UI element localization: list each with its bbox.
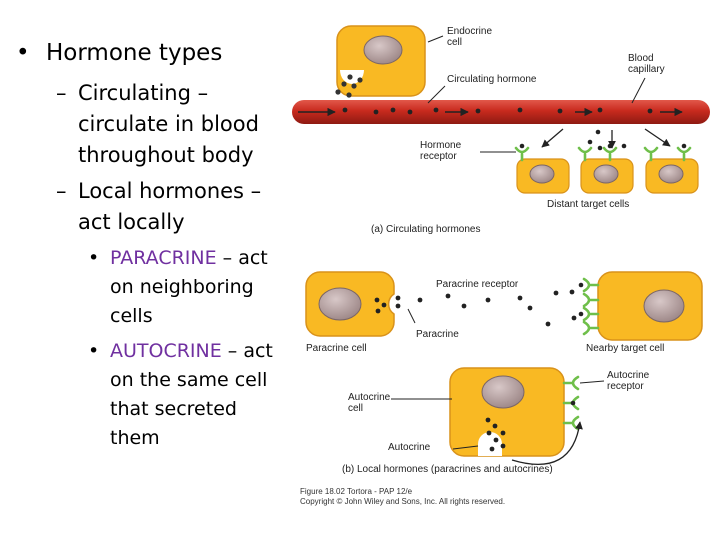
bullet-text: AUTOCRINE – act on the same cell that se… (110, 337, 285, 453)
figure-credit-line-2: Copyright © John Wiley and Sons, Inc. Al… (300, 497, 505, 506)
dash: – (56, 81, 67, 105)
autocrine-hormone-dots (485, 400, 576, 452)
bullet-dot: • (88, 340, 100, 362)
paracrine-hormone-dots (374, 289, 577, 327)
label-nearby-target-cell: Nearby target cell (586, 343, 664, 354)
caption-a: (a) Circulating hormones (371, 224, 481, 235)
autocrine-nucleus (481, 375, 525, 409)
bullet-text: Local hormones – act locally (78, 179, 262, 234)
bullet-text: PARACRINE – act on neighboring cells (110, 244, 285, 331)
paracrine-nucleus (318, 287, 362, 321)
blood-hormone-dots (342, 107, 653, 115)
paracrine-bound-dots (578, 282, 584, 317)
label-paracrine: Paracrine (416, 329, 459, 340)
distant-target-cells (516, 158, 699, 194)
dash: – (56, 179, 67, 203)
autocrine-arrow (511, 421, 583, 465)
endocrine-hormone-dots (335, 74, 363, 98)
caption-b: (b) Local hormones (paracrines and autoc… (342, 464, 553, 475)
released-hormone-dots (587, 129, 627, 151)
keyword-autocrine: AUTOCRINE (110, 340, 222, 362)
autocrine-description: – act on the same cell that secreted the… (110, 340, 273, 449)
endocrine-nucleus (363, 35, 403, 65)
autocrine-cell (449, 367, 565, 457)
figure-credit-line-1: Figure 18.02 Tortora - PAP 12/e (300, 487, 413, 496)
bullet-text: Hormone types (46, 40, 223, 66)
blood-capillary (292, 100, 710, 124)
receptor-bound-dots (519, 143, 687, 149)
hormone-receptors (514, 146, 692, 162)
bullet-dot: • (88, 247, 100, 269)
label-paracrine-cell: Paracrine cell (306, 343, 367, 354)
label-autocrine: Autocrine (388, 442, 431, 453)
label-paracrine-receptor: Paracrine receptor (436, 279, 519, 290)
paracrine-receptors (582, 277, 600, 336)
paracrine-description: – act on neighboring cells (110, 247, 268, 327)
autocrine-pocket (478, 432, 502, 456)
bullet-dot: • (16, 40, 30, 66)
keyword-paracrine: PARACRINE (110, 247, 217, 269)
bullet-text: Circulating – circulate in blood through… (78, 81, 259, 167)
label-distant-target-cells: Distant target cells (547, 199, 629, 210)
nearby-nucleus (643, 289, 685, 323)
slide-text: • Hormone types – Circulating – circulat… (0, 0, 300, 540)
label-circulating-hormone: Circulating hormone (447, 74, 537, 85)
